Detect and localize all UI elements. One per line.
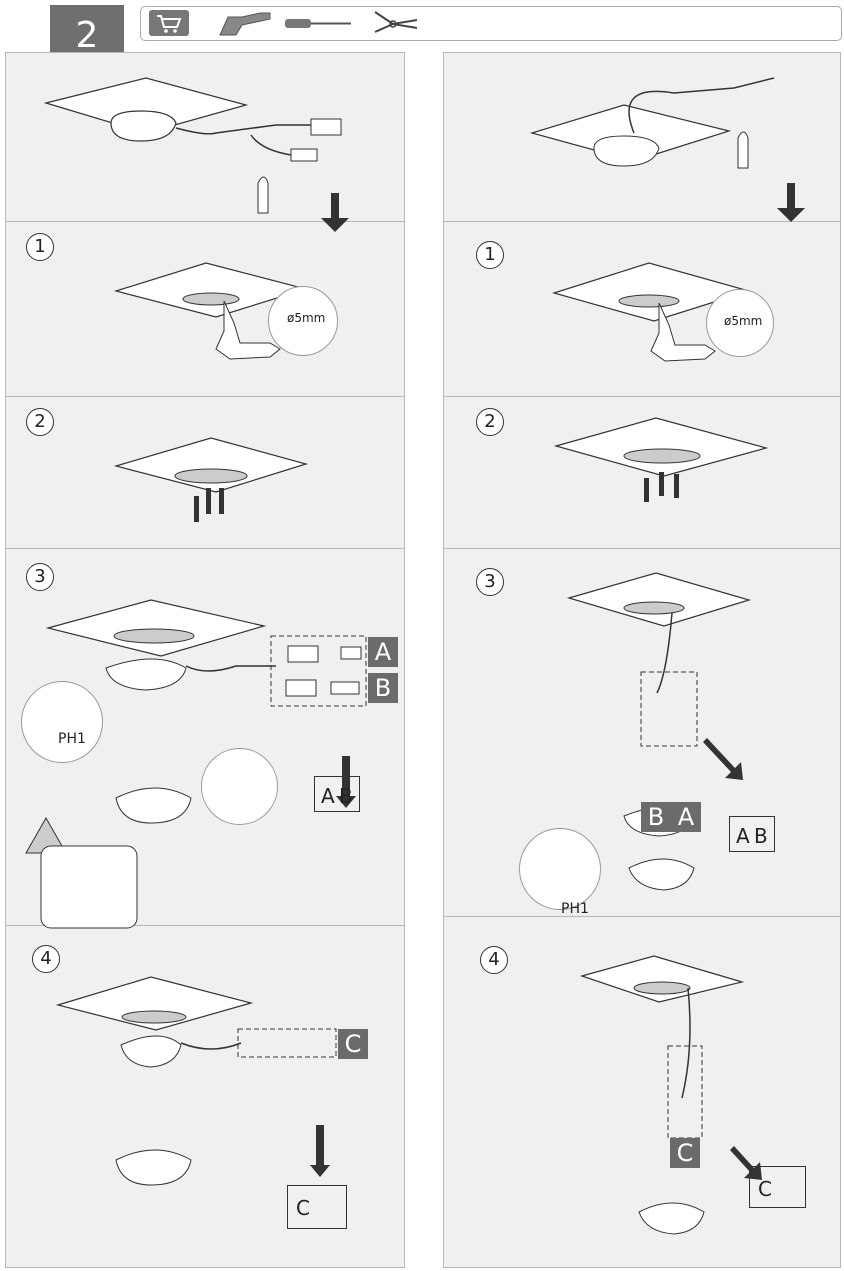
ceiling-camera-illustration: [43, 77, 349, 232]
step-number: 1: [476, 241, 504, 269]
anchors-illustration: [113, 437, 309, 522]
cart-icon: [149, 10, 189, 36]
cable-label-a: A: [671, 802, 701, 832]
screwdriver-callout: [21, 681, 103, 763]
step-number: 4: [480, 946, 508, 974]
left-panel-step-1: 1 ø5mm: [6, 221, 404, 397]
screwdriver-label: PH1: [58, 731, 86, 747]
attach-cable-illustration: [55, 976, 337, 1186]
drill-size-callout: [706, 289, 774, 357]
mount-camera-illustration: [566, 572, 752, 891]
right-panel-step-1: 1 ø5mm: [444, 221, 840, 397]
manual-book-c: C: [287, 1185, 347, 1229]
pliers-callout: [201, 748, 278, 825]
cable-label-a: A: [368, 637, 398, 667]
drill-size-label: ø5mm: [724, 314, 763, 328]
screwdriver-label: PH1: [561, 901, 589, 917]
drill-size-label: ø5mm: [287, 311, 326, 325]
mount-camera-illustration: [25, 599, 367, 929]
attach-cable-illustration: [579, 955, 762, 1235]
left-panel-intro: [6, 53, 404, 232]
right-panel-step-3: 3 B A A B PH1: [444, 548, 840, 917]
right-panel-intro: [444, 53, 840, 222]
step-number: 3: [26, 563, 54, 591]
cable-label-b: B: [641, 802, 671, 832]
ceiling-camera-illustration: [529, 77, 805, 222]
left-column: 1 ø5mm 2 3: [5, 52, 405, 1268]
right-panel-step-4: 4 C C: [444, 916, 840, 1267]
right-panel-step-2: 2: [444, 396, 840, 549]
screwdriver-callout: [519, 828, 601, 910]
tools-bar: [140, 6, 842, 41]
screwdriver-icon: [285, 19, 351, 28]
drill-icon: [219, 12, 271, 36]
manual-book-ab: A B: [314, 776, 360, 812]
cable-label-c: C: [338, 1029, 368, 1059]
step-number: 4: [32, 945, 60, 973]
drill-holes-illustration: [113, 262, 309, 360]
step-number: 2: [476, 408, 504, 436]
step-number: 1: [26, 233, 54, 261]
left-panel-step-4: 4 C C: [6, 925, 404, 1267]
right-column: 1 ø5mm 2 3 B A A B: [443, 52, 841, 1268]
cable-label-c: C: [670, 1138, 700, 1168]
manual-book-c: C: [749, 1166, 806, 1208]
drill-size-callout: [268, 286, 338, 356]
manual-book-ab: A B: [729, 816, 775, 852]
drill-holes-illustration: [551, 262, 752, 362]
step-number: 3: [476, 568, 504, 596]
left-panel-step-2: 2: [6, 396, 404, 549]
step-number: 2: [26, 408, 54, 436]
cable-label-b: B: [368, 673, 398, 703]
left-panel-step-3: 3 A B PH1 A B: [6, 548, 404, 929]
pliers-icon: [374, 11, 418, 33]
anchors-illustration: [553, 417, 769, 502]
